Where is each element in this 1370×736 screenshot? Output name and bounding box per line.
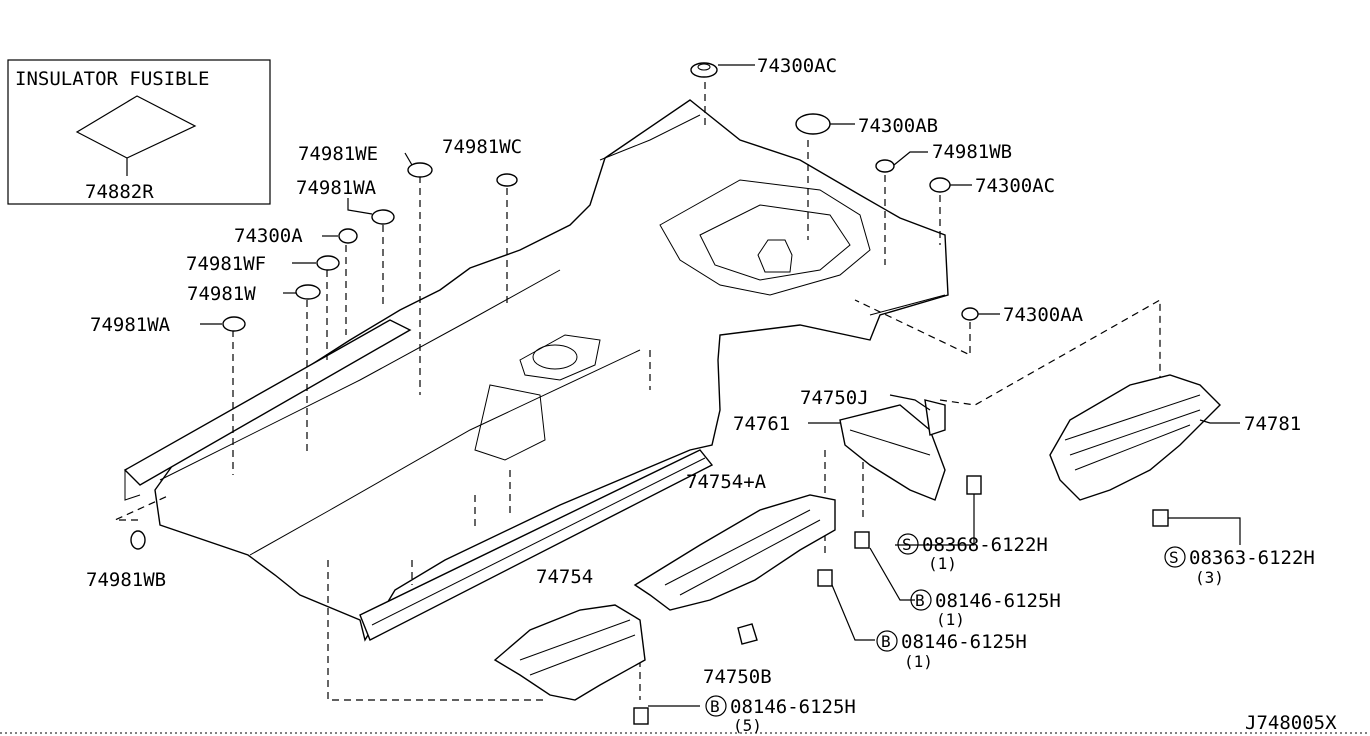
svg-text:S: S: [902, 535, 912, 554]
bolt-08146-6125h-c: [633, 707, 649, 725]
plug-74981wf: [316, 255, 340, 271]
leader-lines: [200, 64, 1241, 707]
svg-text:(1): (1): [904, 652, 933, 671]
grommet-74300a: [338, 228, 358, 244]
bolt-08363-6122h: [1152, 509, 1169, 527]
legend-part-number: 74882R: [85, 181, 154, 203]
insulator-74781: [1049, 374, 1221, 501]
plug-74981wb-right: [875, 159, 895, 173]
label-74300ac-top: 74300AC: [757, 55, 837, 77]
insulator-pad-shape: [75, 95, 197, 159]
label-74981wb-left: 74981WB: [86, 569, 166, 591]
label-74750b: 74750B: [703, 666, 772, 688]
label-74981wf: 74981WF: [186, 253, 266, 275]
label-74781: 74781: [1244, 413, 1301, 435]
diagram-id: J748005X: [1245, 712, 1337, 734]
fastener-08146-6125h-c: B 08146-6125H (5): [705, 695, 856, 735]
fastener-08368-6122h: S 08368-6122H (1): [897, 533, 1048, 573]
label-74981we: 74981WE: [298, 143, 378, 165]
label-74754a: 74754+A: [686, 471, 767, 493]
svg-text:(3): (3): [1195, 568, 1224, 587]
plug-74981wa-top: [371, 209, 395, 225]
svg-text:08363-6122H: 08363-6122H: [1189, 547, 1315, 569]
fastener-08146-6125h-a: B 08146-6125H (1): [910, 589, 1061, 629]
bracket-74750j: [924, 399, 946, 436]
insulator-74761: [839, 404, 946, 501]
svg-text:08146-6125H: 08146-6125H: [901, 631, 1027, 653]
plug-74300ab: [795, 113, 831, 135]
label-74750j: 74750J: [800, 387, 869, 409]
svg-text:S: S: [1169, 548, 1179, 567]
svg-text:(5): (5): [733, 716, 762, 735]
rear-floor-panel: [123, 99, 949, 642]
fastener-08363-6122h: S 08363-6122H (3): [1164, 546, 1315, 587]
plug-74981w: [295, 284, 321, 300]
grommet-74300ac-right: [929, 177, 951, 193]
plug-74981we: [407, 162, 433, 178]
fastener-08146-6125h-b: B 08146-6125H (1): [876, 630, 1027, 671]
fastener-callouts: S 08368-6122H (1) S 08363-6122H (3) B 08…: [705, 533, 1315, 735]
bolt-08368-6122h: [966, 475, 982, 495]
leader-dashes: [114, 82, 1161, 701]
label-74981w: 74981W: [187, 283, 256, 305]
insulator-74754: [493, 604, 646, 701]
bolt-08146-6125h-b: [817, 569, 833, 587]
plugs-and-grommets: [130, 62, 979, 550]
label-74981wa-top: 74981WA: [296, 177, 377, 199]
label-74761: 74761: [733, 413, 790, 435]
label-74754: 74754: [536, 566, 593, 588]
svg-text:B: B: [710, 697, 720, 716]
svg-text:08368-6122H: 08368-6122H: [922, 534, 1048, 556]
label-74981wa-left: 74981WA: [90, 314, 171, 336]
plug-74981wc: [496, 173, 518, 187]
label-74300ac-right: 74300AC: [975, 175, 1055, 197]
svg-text:08146-6125H: 08146-6125H: [935, 590, 1061, 612]
plug-74981wb-left: [130, 530, 146, 550]
svg-text:(1): (1): [936, 610, 965, 629]
label-74981wb-right: 74981WB: [932, 141, 1012, 163]
clip-74750b: [737, 623, 758, 645]
bolt-08146-6125h-a: [854, 531, 870, 549]
plug-74981wa-left: [222, 316, 246, 332]
label-74300ab: 74300AB: [858, 115, 938, 137]
callout-labels: 74300AC 74300AB 74981WB 74300AC 74300AA …: [86, 55, 1301, 688]
svg-text:(1): (1): [928, 554, 957, 573]
label-74300a: 74300A: [234, 225, 303, 247]
heat-insulators: [493, 374, 1221, 701]
legend-title: INSULATOR FUSIBLE: [15, 68, 209, 90]
label-74981wc: 74981WC: [442, 136, 522, 158]
insulator-74754a: [633, 494, 836, 611]
plug-74300aa: [961, 307, 979, 321]
svg-text:B: B: [915, 591, 925, 610]
svg-text:08146-6125H: 08146-6125H: [730, 696, 856, 718]
insulator-legend-box: INSULATOR FUSIBLE 74882R: [7, 59, 271, 205]
svg-text:B: B: [881, 632, 891, 651]
label-74300aa: 74300AA: [1003, 304, 1084, 326]
